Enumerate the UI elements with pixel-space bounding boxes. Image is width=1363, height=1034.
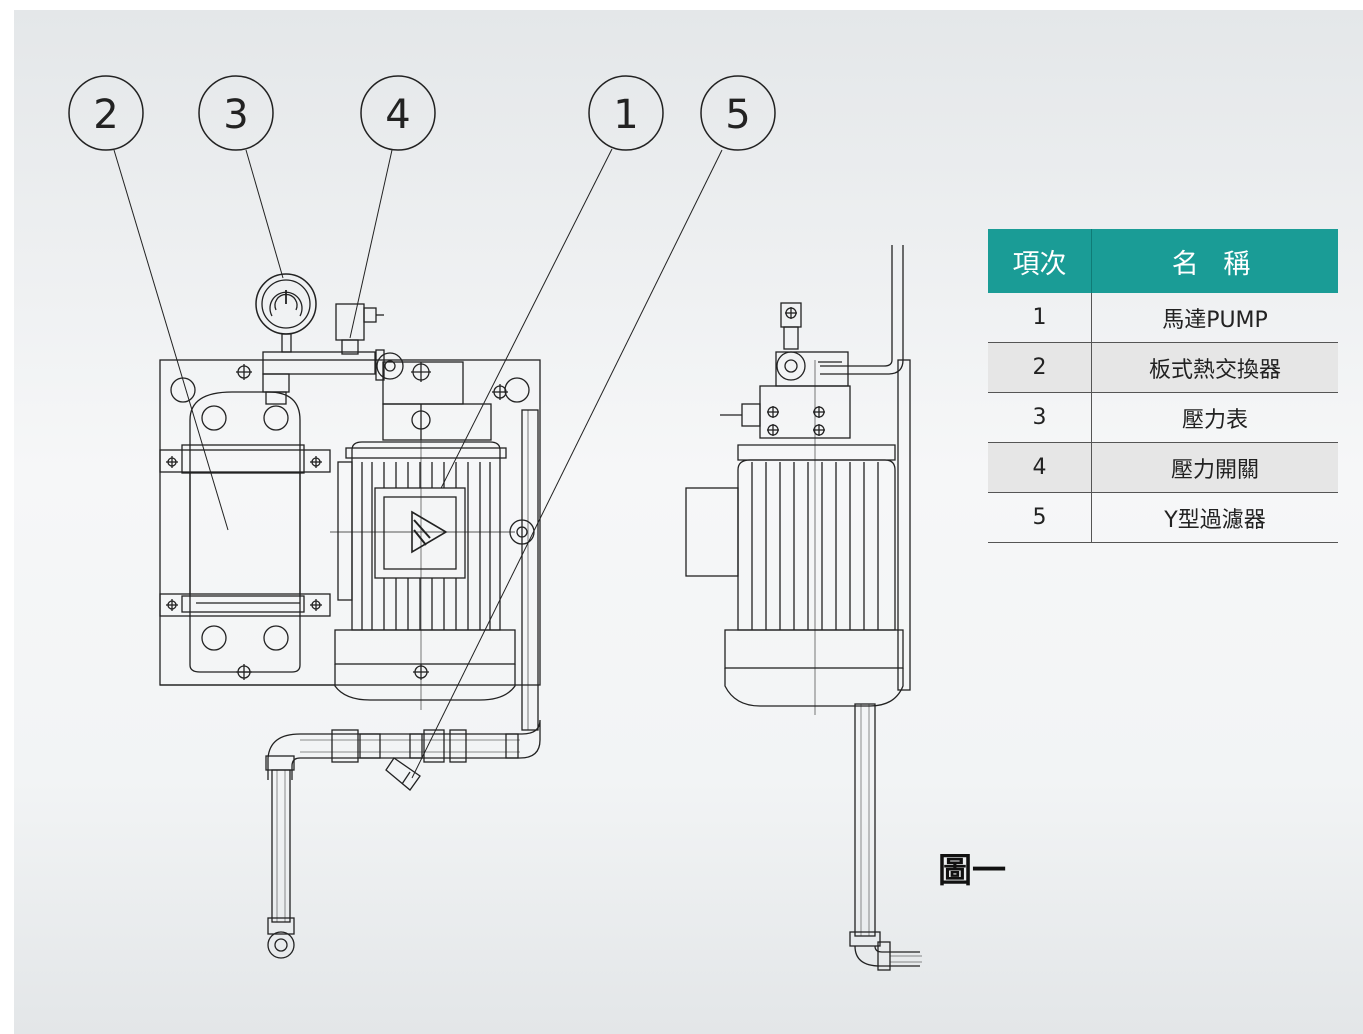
leader-lines [113, 148, 723, 779]
table-row: 3 壓力表 [988, 392, 1338, 443]
callout-5: 5 [700, 75, 776, 151]
pressure-switch [335, 303, 384, 355]
header-item-no: 項次 [988, 229, 1092, 293]
item-name: 板式熱交換器 [1091, 342, 1338, 393]
svg-text:2: 2 [93, 92, 118, 138]
figure-label: 圖一 [938, 851, 1006, 891]
pressure-gauge [255, 273, 317, 353]
callout-3: 3 [198, 75, 274, 151]
pump-motor [330, 440, 516, 710]
table-header-row: 項次 名 稱 [988, 229, 1338, 293]
pump-head [382, 361, 492, 441]
item-name: Y型過濾器 [1091, 492, 1338, 543]
item-name: 壓力開關 [1091, 442, 1338, 493]
item-no: 3 [988, 392, 1092, 443]
front-view [159, 273, 541, 959]
callout-1: 1 [588, 75, 664, 151]
svg-text:4: 4 [385, 92, 410, 138]
svg-text:3: 3 [223, 92, 248, 138]
table-row: 5 Y型過濾器 [988, 492, 1338, 543]
callout-2: 2 [68, 75, 144, 151]
plate-heat-exchanger [159, 364, 331, 680]
callout-4: 4 [360, 75, 436, 151]
item-no: 4 [988, 442, 1092, 493]
item-no: 2 [988, 342, 1092, 393]
item-name: 馬達PUMP [1091, 293, 1338, 343]
item-no: 5 [988, 492, 1092, 543]
svg-text:1: 1 [613, 92, 638, 138]
table-row: 2 板式熱交換器 [988, 342, 1338, 393]
table-row: 4 壓力開關 [988, 442, 1338, 493]
item-name: 壓力表 [1091, 392, 1338, 443]
header-item-name: 名 稱 [1091, 229, 1338, 293]
table-row: 1 馬達PUMP [988, 293, 1338, 343]
pipe-and-y-strainer [265, 719, 541, 959]
side-view [685, 245, 922, 971]
item-no: 1 [988, 293, 1092, 343]
svg-text:5: 5 [725, 92, 750, 138]
parts-list-table: 項次 名 稱 1 馬達PUMP 2 板式熱交換器 3 壓力表 4 壓力開關 5 … [988, 229, 1338, 543]
